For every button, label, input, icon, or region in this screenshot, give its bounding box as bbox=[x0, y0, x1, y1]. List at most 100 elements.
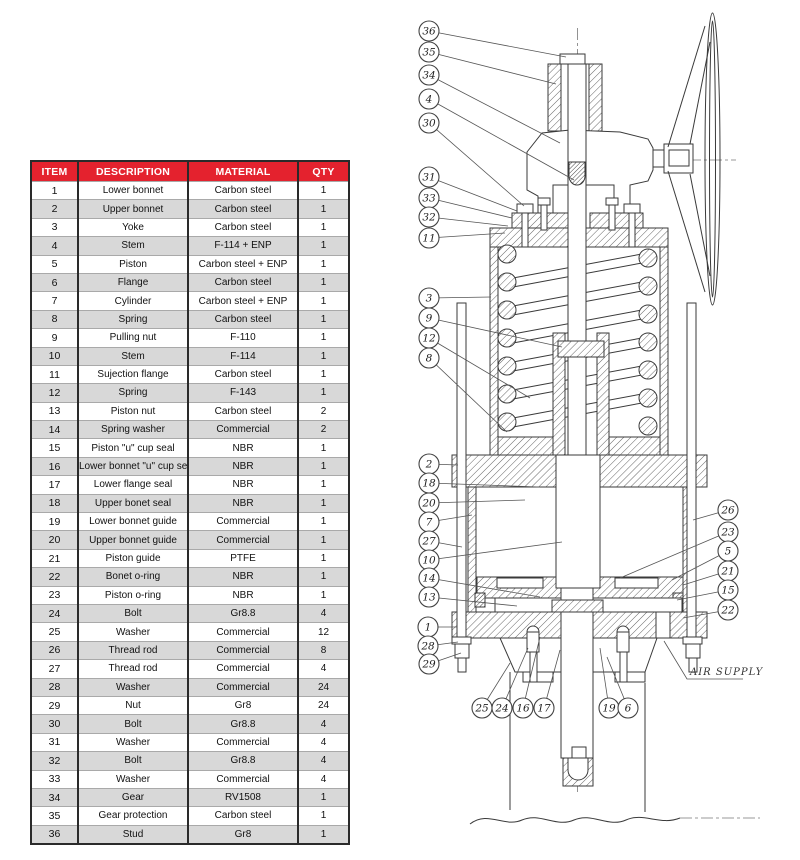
cell-qty: 2 bbox=[297, 420, 349, 439]
cell-item: 33 bbox=[31, 769, 78, 789]
cell-qty: 1 bbox=[297, 291, 349, 311]
balloon-leader-16 bbox=[522, 636, 541, 709]
cell-item: 3 bbox=[31, 217, 78, 237]
cell-qty: 1 bbox=[297, 254, 349, 274]
cell-material: Carbon steel bbox=[187, 364, 298, 384]
stud bbox=[559, 53, 586, 65]
cell-qty: 1 bbox=[297, 512, 349, 531]
cell-description: Lower bonnet "u" cup seal bbox=[77, 456, 188, 476]
spring-coils bbox=[497, 244, 658, 436]
cell-material: Carbon steel bbox=[187, 272, 298, 292]
balloon-leader-18 bbox=[428, 482, 541, 488]
cell-description: Piston o-ring bbox=[77, 585, 188, 605]
balloon-leader-32 bbox=[428, 216, 509, 227]
cell-qty: 8 bbox=[297, 640, 349, 660]
balloon-number-6: 6 bbox=[625, 703, 632, 715]
cell-qty: 1 bbox=[297, 530, 349, 550]
balloon-number-34: 34 bbox=[422, 70, 435, 82]
balloon-number-14: 14 bbox=[422, 573, 435, 585]
thread-rods bbox=[451, 302, 703, 673]
balloon-number-19: 19 bbox=[602, 703, 616, 715]
cell-material: F-114 bbox=[187, 346, 298, 366]
cell-qty: 1 bbox=[297, 309, 349, 329]
cell-qty: 4 bbox=[297, 769, 349, 789]
cell-description: Gear bbox=[77, 787, 188, 807]
cell-qty: 12 bbox=[297, 622, 349, 642]
balloon-number-5: 5 bbox=[725, 546, 732, 558]
cell-description: Upper bonnet bbox=[77, 199, 188, 219]
balloon-31 bbox=[418, 166, 440, 188]
cell-description: Stem bbox=[77, 236, 188, 256]
cell-qty: 4 bbox=[297, 603, 349, 623]
cell-material: Gr8 bbox=[187, 695, 298, 715]
cell-qty: 1 bbox=[297, 346, 349, 366]
cell-description: Stud bbox=[77, 824, 188, 845]
balloon-number-15: 15 bbox=[721, 585, 735, 597]
balloon-29 bbox=[418, 653, 440, 675]
column-header-item: ITEM bbox=[31, 161, 78, 182]
cell-material: NBR bbox=[187, 493, 298, 513]
cell-item: 21 bbox=[31, 548, 78, 568]
balloon-17 bbox=[533, 697, 555, 719]
balloon-leader-36 bbox=[428, 30, 567, 58]
cell-item: 5 bbox=[31, 254, 78, 274]
cell-item: 28 bbox=[31, 677, 78, 697]
cell-description: Spring washer bbox=[77, 420, 188, 439]
cell-description: Thread rod bbox=[77, 640, 188, 660]
cell-material: Gr8.8 bbox=[187, 751, 298, 770]
cell-material: F-110 bbox=[187, 328, 298, 348]
cell-material: RV1508 bbox=[187, 787, 298, 807]
callout-balloons: 3635344303133321139128218207271014131282… bbox=[417, 20, 739, 719]
cell-qty: 1 bbox=[297, 217, 349, 237]
cell-item: 15 bbox=[31, 438, 78, 458]
balloon-leader-13 bbox=[428, 596, 518, 607]
cell-item: 26 bbox=[31, 640, 78, 660]
cell-qty: 1 bbox=[297, 456, 349, 476]
cell-description: Stem bbox=[77, 346, 188, 366]
balloon-16 bbox=[512, 697, 534, 719]
cell-description: Lower bonnet bbox=[77, 180, 188, 200]
balloon-number-29: 29 bbox=[421, 659, 436, 671]
piston-guide-left bbox=[496, 577, 544, 589]
cell-description: Flange bbox=[77, 272, 188, 292]
handwheel bbox=[667, 12, 721, 306]
cell-qty: 1 bbox=[297, 364, 349, 384]
balloon-number-8: 8 bbox=[426, 353, 433, 365]
cell-description: Lower bonnet guide bbox=[77, 512, 188, 531]
cell-item: 35 bbox=[31, 806, 78, 826]
balloon-13 bbox=[418, 586, 440, 608]
balloon-leader-23 bbox=[619, 531, 729, 579]
balloon-number-30: 30 bbox=[422, 118, 436, 130]
balloon-leader-14 bbox=[428, 577, 541, 598]
cell-description: Washer bbox=[77, 769, 188, 789]
cell-qty: 4 bbox=[297, 714, 349, 734]
cell-material: NBR bbox=[187, 475, 298, 495]
cell-description: Bolt bbox=[77, 751, 188, 770]
balloon-number-1: 1 bbox=[425, 622, 432, 634]
balloon-leader-20 bbox=[428, 499, 526, 504]
cell-material: Commercial bbox=[187, 530, 298, 550]
cell-material: Carbon steel bbox=[187, 180, 298, 200]
cell-material: NBR bbox=[187, 567, 298, 587]
cell-item: 13 bbox=[31, 401, 78, 421]
balloon-number-35: 35 bbox=[422, 47, 436, 59]
cell-item: 32 bbox=[31, 751, 78, 770]
cell-description: Upper bonet seal bbox=[77, 493, 188, 513]
bom-header-row: ITEM DESCRIPTION MATERIAL QTY bbox=[31, 161, 349, 182]
cell-description: Bolt bbox=[77, 714, 188, 734]
air-supply-label: AIR SUPPLY bbox=[689, 667, 764, 678]
balloon-number-33: 33 bbox=[422, 193, 436, 205]
cell-item: 1 bbox=[31, 180, 78, 200]
